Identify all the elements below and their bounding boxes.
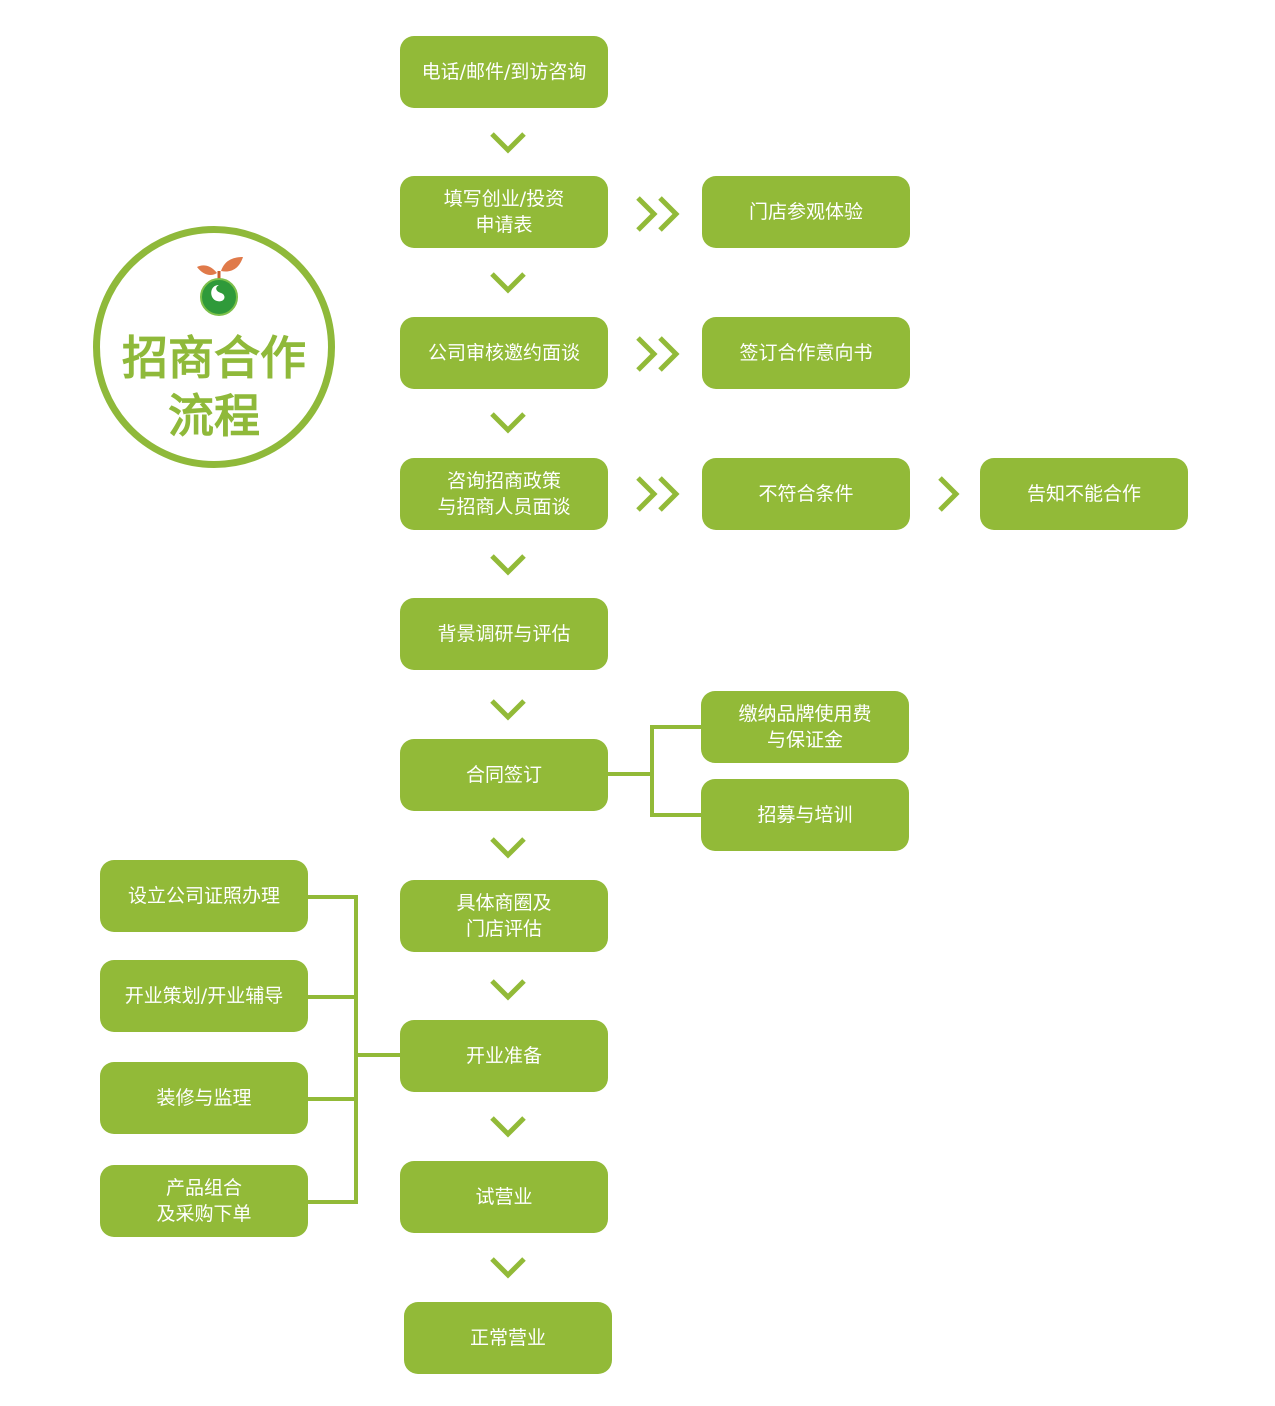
side-brand-fee: 缴纳品牌使用费 与保证金 <box>701 691 909 763</box>
down-chevron-icon <box>490 699 526 721</box>
down-chevron-icon <box>490 132 526 154</box>
down-chevron-icon <box>490 272 526 294</box>
prep-renovation: 装修与监理 <box>100 1062 308 1134</box>
down-chevron-icon <box>490 1257 526 1279</box>
step-review-interview: 公司审核邀约面谈 <box>400 317 608 389</box>
brand-logo-icon <box>197 257 243 316</box>
double-chevron-icon <box>636 476 680 512</box>
step-background-check: 背景调研与评估 <box>400 598 608 670</box>
down-chevron-icon <box>490 837 526 859</box>
down-chevron-icon <box>490 979 526 1001</box>
title-badge: 招商合作 流程 <box>93 226 335 468</box>
side-not-qualified: 不符合条件 <box>702 458 910 530</box>
side-store-visit: 门店参观体验 <box>702 176 910 248</box>
step-opening-prep: 开业准备 <box>400 1020 608 1092</box>
prep-opening-planning: 开业策划/开业辅导 <box>100 960 308 1032</box>
side-notify-reject: 告知不能合作 <box>980 458 1188 530</box>
title-text: 招商合作 流程 <box>122 331 306 443</box>
step-application-form: 填写创业/投资 申请表 <box>400 176 608 248</box>
double-chevron-icon <box>636 196 680 232</box>
double-chevron-icon <box>636 336 680 372</box>
contract-branch-connector <box>608 725 701 817</box>
step-trial-operation: 试营业 <box>400 1161 608 1233</box>
step-site-evaluation: 具体商圈及 门店评估 <box>400 880 608 952</box>
step-consultation: 电话/邮件/到访咨询 <box>400 36 608 108</box>
down-chevron-icon <box>490 1116 526 1138</box>
prep-product-purchase: 产品组合 及采购下单 <box>100 1165 308 1237</box>
down-chevron-icon <box>490 412 526 434</box>
prep-company-license: 设立公司证照办理 <box>100 860 308 932</box>
prep-branch-connector <box>308 895 400 1204</box>
step-normal-operation: 正常营业 <box>404 1302 612 1374</box>
step-contract-signing: 合同签订 <box>400 739 608 811</box>
right-chevron-icon <box>938 476 960 512</box>
side-recruit-training: 招募与培训 <box>701 779 909 851</box>
step-policy-consult: 咨询招商政策 与招商人员面谈 <box>400 458 608 530</box>
side-intent-letter: 签订合作意向书 <box>702 317 910 389</box>
down-chevron-icon <box>490 554 526 576</box>
